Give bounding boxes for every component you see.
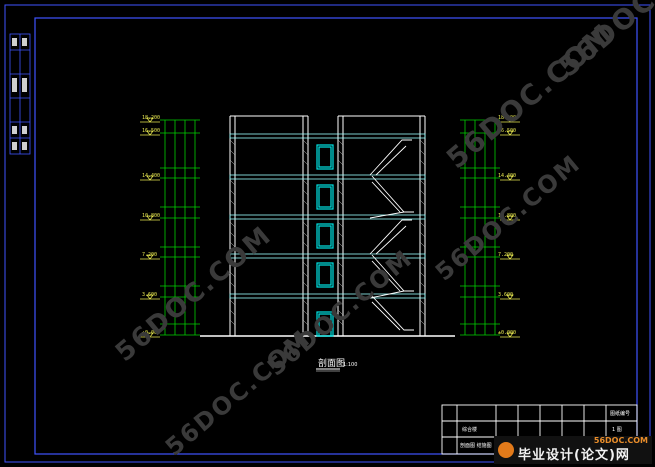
site-logo[interactable]: 56DOC.COM 毕业设计(论文)网: [494, 436, 652, 464]
right-level-label: 16.500: [498, 128, 516, 134]
binding-strip: [9, 33, 31, 155]
center-windows: [316, 144, 334, 337]
title-block-project: 综合楼: [462, 426, 477, 433]
section-title: 剖面图: [318, 357, 345, 369]
left-level-label: 7.200: [142, 252, 157, 258]
binding-strip-text: [12, 38, 27, 150]
left-level-label: 10.800: [142, 213, 160, 219]
right-dimension-chain: [460, 117, 520, 338]
right-level-labels: 18.200 16.500 14.400 10.800 7.200 3.600 …: [498, 115, 516, 336]
title-block-drawing-no: 图纸编号: [610, 410, 630, 417]
logo-circle-icon: [498, 442, 514, 458]
right-level-label: 14.400: [498, 173, 516, 179]
left-level-labels: 18.200 16.500 14.400 10.800 7.200 3.600 …: [142, 115, 160, 336]
floor-slabs: [229, 133, 426, 299]
logo-site-url: 56DOC.COM: [593, 436, 648, 445]
section-scale: 1:100: [343, 362, 357, 368]
building-section: [200, 115, 455, 337]
left-dimension-chain: [140, 117, 200, 338]
wall-hatching: [229, 139, 426, 326]
left-level-label: 16.500: [142, 128, 160, 134]
title-block-sheet: 1 图: [612, 427, 622, 433]
logo-name: 毕业设计(论文)网: [518, 447, 630, 463]
right-level-label: 18.200: [498, 115, 516, 121]
right-level-label: ±0.000: [498, 330, 516, 336]
left-level-label: ±0.000: [142, 330, 160, 336]
title-block-content: 剖面图 结施图: [460, 442, 492, 449]
title-block-text: 综合楼 剖面图 结施图 图纸编号 1 图: [460, 410, 630, 449]
left-level-label: 14.400: [142, 173, 160, 179]
stair-flights: [369, 139, 414, 331]
right-level-label: 10.800: [498, 213, 516, 219]
left-level-label: 3.600: [142, 292, 157, 298]
right-level-label: 3.600: [498, 292, 513, 298]
right-level-label: 7.200: [498, 252, 513, 258]
sheet-inner-frame: [34, 17, 638, 455]
section-title-group: 剖面图 1:100: [316, 357, 357, 372]
sheet-outer-frame: [4, 4, 651, 463]
left-level-label: 18.200: [142, 115, 160, 121]
